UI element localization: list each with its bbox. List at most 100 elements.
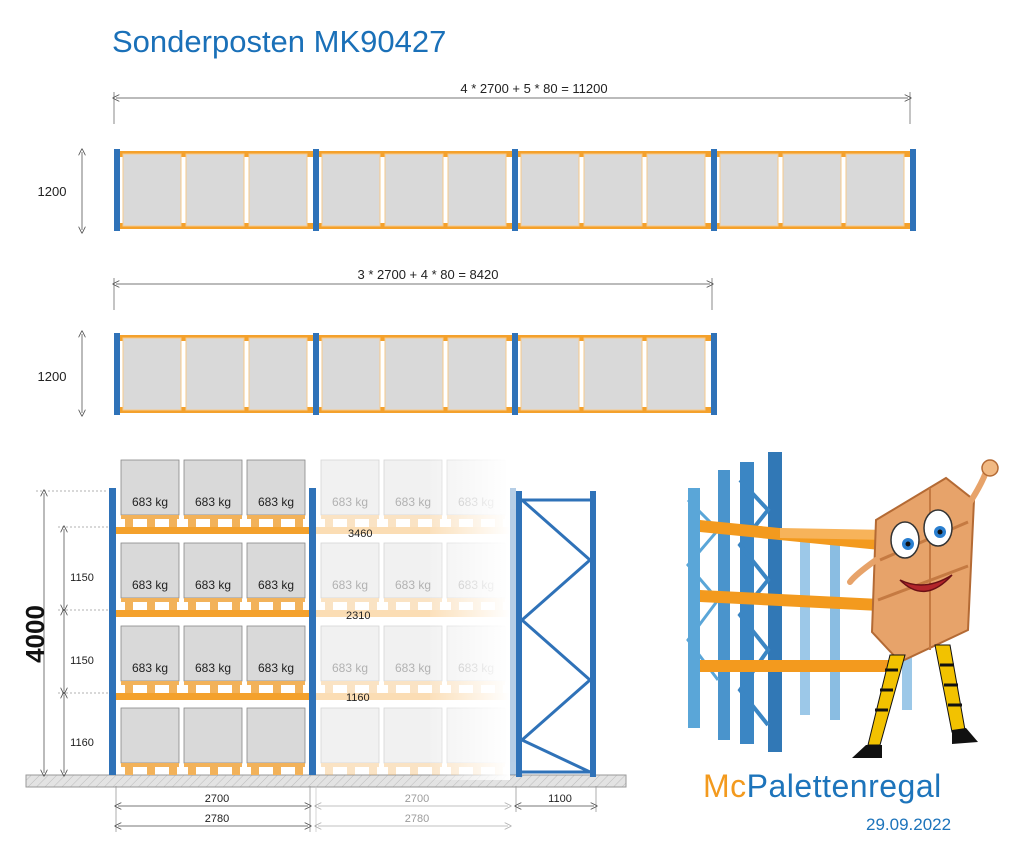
load-box bbox=[320, 625, 380, 682]
pallet-deck bbox=[121, 515, 179, 519]
side-frame bbox=[516, 491, 596, 777]
fade-overlay bbox=[430, 455, 510, 780]
pallet-deck bbox=[384, 681, 442, 685]
pallet-foot bbox=[251, 602, 259, 610]
front-beam bbox=[116, 527, 309, 534]
level-spacing-2: 1150 bbox=[70, 655, 94, 667]
load-box bbox=[246, 542, 306, 599]
front-beam bbox=[316, 610, 509, 617]
pallet-foot bbox=[347, 602, 355, 610]
upright bbox=[313, 149, 319, 231]
pallet-deck bbox=[184, 598, 242, 602]
front-upright bbox=[309, 488, 316, 775]
pallet-deck bbox=[247, 515, 305, 519]
pallet-deck bbox=[384, 763, 442, 767]
top-view-3-depth: 1200 bbox=[38, 369, 67, 384]
pallet-slot bbox=[719, 153, 779, 227]
top-view-4-formula: 4 * 2700 + 5 * 80 = 11200 bbox=[460, 81, 607, 96]
floor bbox=[25, 774, 627, 788]
beam-height-labels: 3460 2310 1160 bbox=[346, 528, 372, 704]
beam-height-1: 3460 bbox=[348, 528, 372, 540]
upright bbox=[910, 149, 916, 231]
pallet-slot bbox=[447, 337, 507, 411]
load-label: 683 kg bbox=[258, 661, 294, 675]
pallet-foot bbox=[325, 519, 333, 527]
pallet-slot bbox=[384, 337, 444, 411]
pallet-foot bbox=[295, 767, 303, 775]
pallet-foot bbox=[273, 685, 281, 693]
top-view-4-depth: 1200 bbox=[38, 184, 67, 199]
pallet-foot bbox=[325, 685, 333, 693]
pallet-deck bbox=[184, 681, 242, 685]
load-box bbox=[246, 459, 306, 516]
top-view-4-width-dimension: 4 * 2700 + 5 * 80 = 11200 bbox=[114, 81, 910, 124]
page-title: Sonderposten MK90427 bbox=[112, 24, 447, 59]
pallet-foot bbox=[410, 519, 418, 527]
pallet-foot bbox=[388, 685, 396, 693]
load-label: 683 kg bbox=[132, 578, 168, 592]
pallet-deck bbox=[184, 515, 242, 519]
pallet-foot bbox=[295, 685, 303, 693]
front-beam bbox=[316, 693, 509, 700]
pallet-slot bbox=[321, 337, 381, 411]
pallet-slot bbox=[122, 153, 182, 227]
pallet-foot bbox=[410, 685, 418, 693]
pallet-deck bbox=[384, 515, 442, 519]
pallet-foot bbox=[232, 767, 240, 775]
pallet-slot bbox=[782, 153, 842, 227]
pallet-foot bbox=[169, 767, 177, 775]
pallet-deck bbox=[247, 598, 305, 602]
pallet-foot bbox=[273, 767, 281, 775]
pallet-slot bbox=[321, 153, 381, 227]
front-view-total-height-dimension: 4000 bbox=[20, 491, 108, 773]
brand-logo: McPalettenregal bbox=[703, 768, 942, 805]
front-upright bbox=[309, 488, 316, 775]
pallet-foot bbox=[210, 767, 218, 775]
load-label: 683 kg bbox=[332, 661, 368, 675]
pallet-foot bbox=[210, 602, 218, 610]
pallet-foot bbox=[251, 685, 259, 693]
front-upright bbox=[509, 488, 516, 775]
pallet-foot bbox=[251, 767, 259, 775]
load-box bbox=[120, 459, 180, 516]
pallet-foot bbox=[273, 519, 281, 527]
frame-bracing bbox=[519, 498, 593, 774]
bay-clear-width-faded: 2700 bbox=[405, 793, 429, 805]
pallet-foot bbox=[210, 519, 218, 527]
load-label: 683 kg bbox=[395, 661, 431, 675]
front-beam bbox=[116, 693, 309, 700]
pallet-foot bbox=[147, 767, 155, 775]
pallet-foot bbox=[388, 602, 396, 610]
beam-height-3: 1160 bbox=[346, 692, 370, 704]
load-box bbox=[183, 625, 243, 682]
load-box bbox=[246, 707, 306, 764]
upright bbox=[711, 149, 717, 231]
load-box bbox=[183, 542, 243, 599]
top-view-3-width-dimension: 3 * 2700 + 4 * 80 = 8420 bbox=[114, 267, 712, 310]
pallet-slot bbox=[248, 337, 308, 411]
load-label: 683 kg bbox=[132, 495, 168, 509]
pallet-foot bbox=[325, 767, 333, 775]
load-box bbox=[120, 542, 180, 599]
pallet-deck bbox=[247, 763, 305, 767]
pallet-foot bbox=[125, 602, 133, 610]
load-box bbox=[320, 459, 380, 516]
pallet-slot bbox=[845, 153, 905, 227]
pallet-slot bbox=[646, 153, 706, 227]
pallet-deck bbox=[247, 681, 305, 685]
pallet-foot bbox=[295, 519, 303, 527]
front-beam bbox=[316, 527, 509, 534]
pallet-foot bbox=[251, 519, 259, 527]
load-box bbox=[246, 625, 306, 682]
top-view-3-depth-dimension: 1200 bbox=[38, 334, 82, 413]
pallet-foot bbox=[347, 767, 355, 775]
load-label: 683 kg bbox=[132, 661, 168, 675]
load-box bbox=[320, 707, 380, 764]
level-spacing-3: 1160 bbox=[70, 737, 94, 749]
load-label: 683 kg bbox=[395, 578, 431, 592]
load-label: 683 kg bbox=[258, 495, 294, 509]
pallet-foot bbox=[188, 602, 196, 610]
pallet-slot bbox=[583, 337, 643, 411]
